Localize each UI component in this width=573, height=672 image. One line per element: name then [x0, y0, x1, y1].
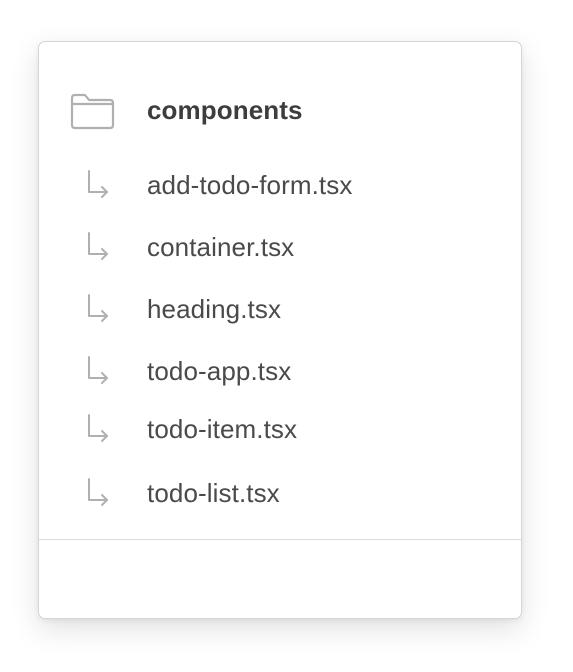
file-name: todo-list.tsx	[147, 478, 280, 508]
file-name: heading.tsx	[147, 294, 282, 324]
branch-arrow-icon	[88, 356, 108, 384]
branch-arrow-icon	[88, 414, 108, 442]
folder-row-components[interactable]: components	[39, 86, 521, 134]
divider	[39, 539, 521, 540]
file-tree-panel: components add-todo-form.tsx container.t…	[38, 41, 522, 619]
file-name: todo-app.tsx	[147, 356, 292, 386]
file-item-todo-app[interactable]: todo-app.tsx	[39, 352, 521, 392]
file-item-todo-list[interactable]: todo-list.tsx	[39, 474, 521, 514]
file-name: container.tsx	[147, 232, 295, 262]
panel-footer	[39, 541, 521, 617]
file-item-todo-item[interactable]: todo-item.tsx	[39, 410, 521, 450]
file-item-add-todo-form[interactable]: add-todo-form.tsx	[39, 166, 521, 206]
folder-icon	[70, 93, 115, 130]
folder-name: components	[147, 95, 303, 125]
branch-arrow-icon	[88, 478, 108, 506]
branch-arrow-icon	[88, 170, 108, 198]
file-name: add-todo-form.tsx	[147, 170, 353, 200]
file-item-container[interactable]: container.tsx	[39, 228, 521, 268]
file-item-heading[interactable]: heading.tsx	[39, 290, 521, 330]
branch-arrow-icon	[88, 232, 108, 260]
branch-arrow-icon	[88, 294, 108, 322]
file-name: todo-item.tsx	[147, 414, 298, 444]
